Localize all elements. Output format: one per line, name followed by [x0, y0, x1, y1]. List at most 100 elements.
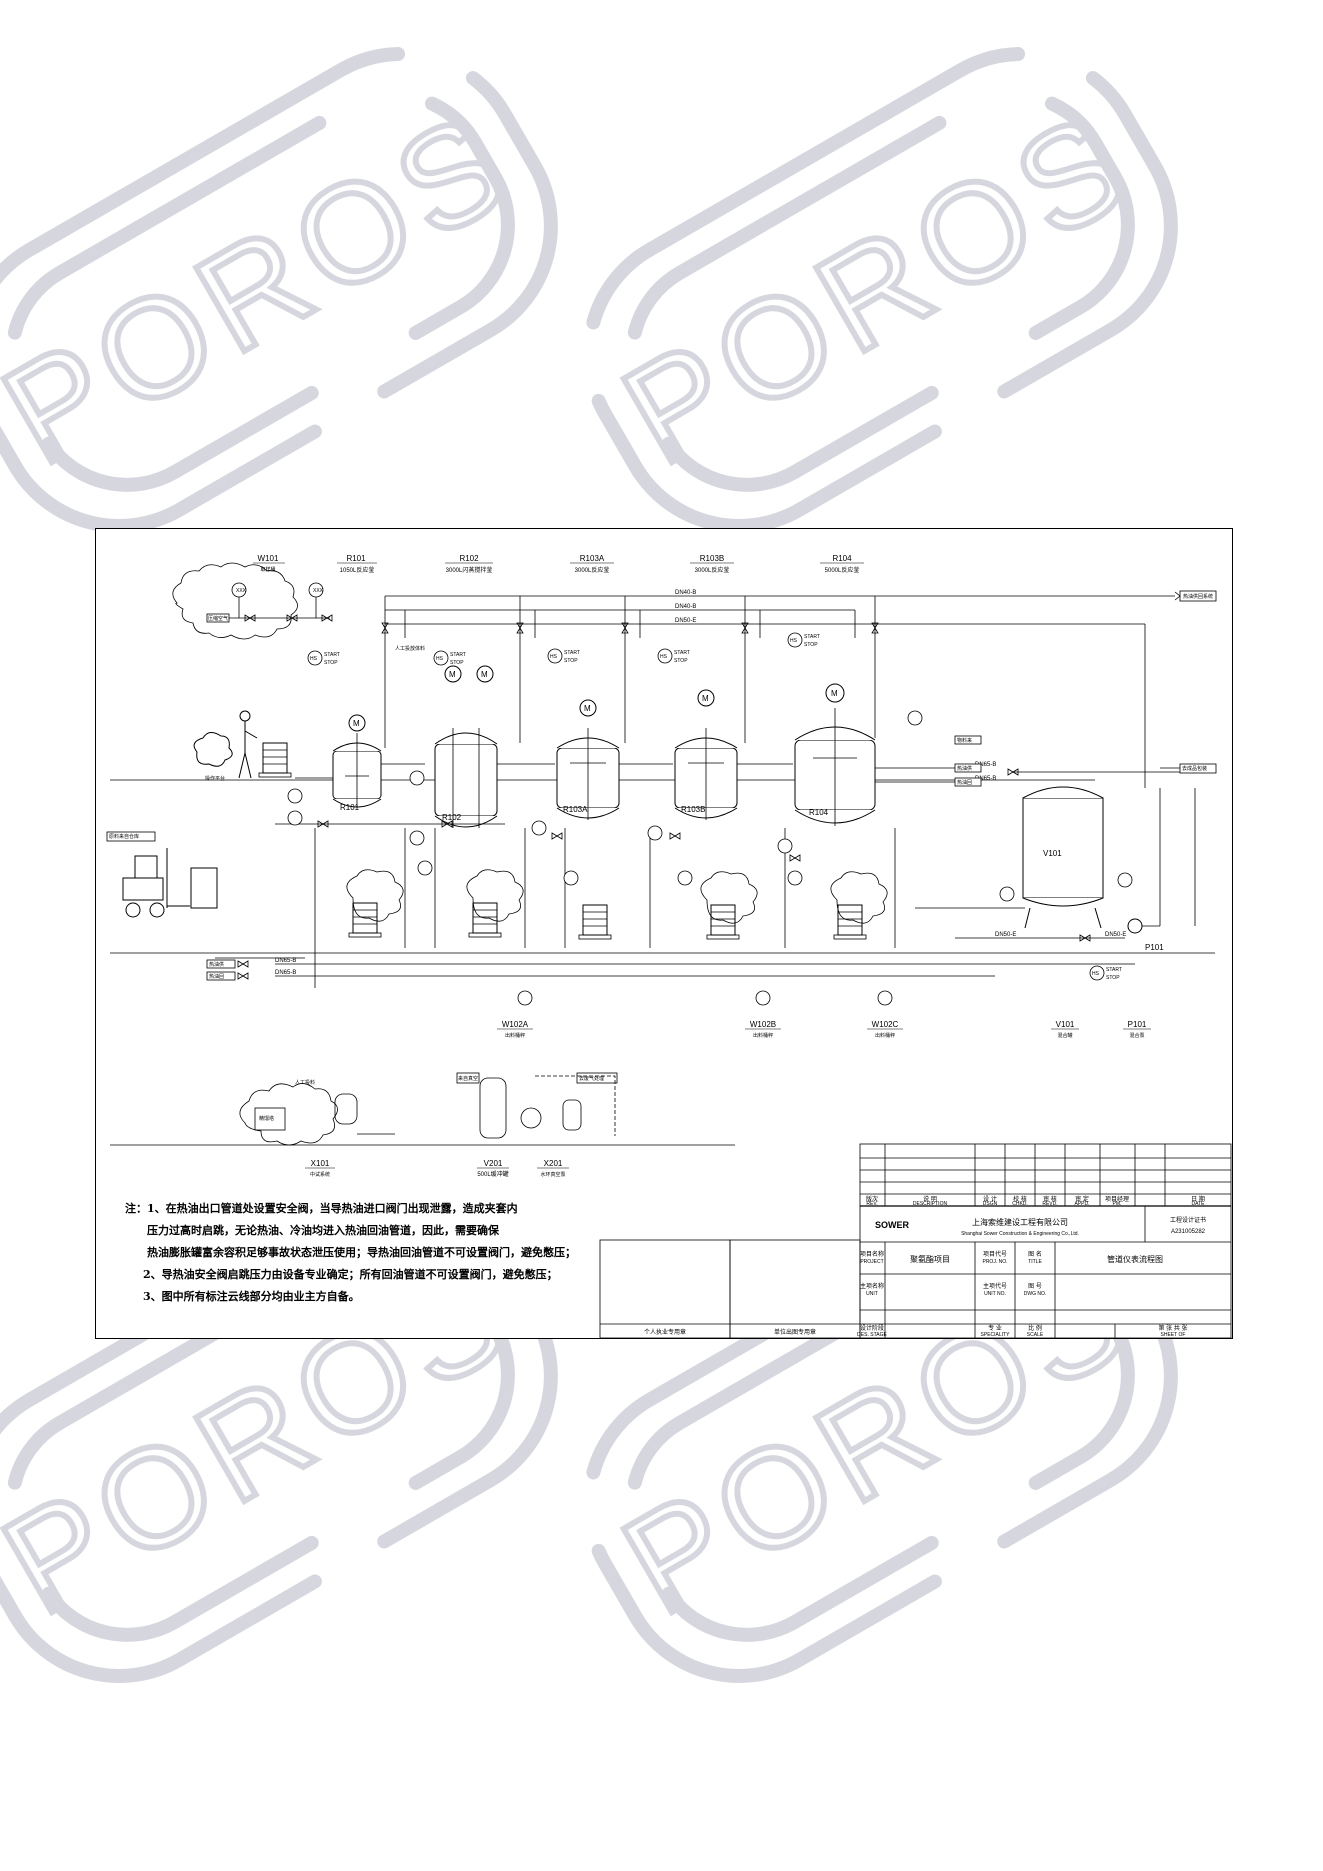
label-nitrogen: 压缩空气 [208, 615, 228, 622]
start-r104: START [804, 634, 820, 640]
lower-x201-tag: X201 [544, 1159, 563, 1168]
bottom-w102a-desc: 出料桶秤 [505, 1032, 525, 1039]
bottom-w102c-tag: W102C [872, 1020, 899, 1029]
label-x101-box: 精馏塔 [259, 1115, 274, 1122]
r101-motor: M [353, 719, 360, 728]
personal-seal-label: 个人执业专用章 [644, 1328, 686, 1336]
vessel-label-r102: R102 [442, 813, 462, 822]
reactor-piping [275, 638, 1196, 988]
pipe-label-right2: DN65-B [975, 776, 996, 782]
lower-x101-desc: 中试系统 [310, 1171, 330, 1178]
stop-r104: STOP [804, 642, 818, 648]
header-r104-desc: 5000L反应釜 [825, 566, 860, 574]
header-w101-tag: W101 [258, 554, 279, 563]
header-r103a-tag: R103A [580, 554, 605, 563]
speciality-label: 专 业 [988, 1324, 1002, 1332]
pipe-label-bottom1: DN65-B [275, 958, 296, 964]
cert-no: A231005282 [1171, 1229, 1206, 1235]
drawing-name-value: 管道仪表流程图 [1107, 1254, 1163, 1264]
note-line-5: 3、图中所有标注云线部分均由业主方自备。 [143, 1289, 360, 1303]
project-code-en: PROJ. NO. [982, 1259, 1007, 1265]
start-r101: START [324, 652, 340, 658]
drawing-name-en: TITLE [1028, 1259, 1042, 1265]
reactor-r101 [332, 714, 382, 808]
header-r103b-tag: R103B [700, 554, 724, 563]
watermark-logo: POROS [0, 47, 558, 533]
bottom-w102b-desc: 出料桶秤 [753, 1032, 773, 1039]
w101-pi-2: XXX [313, 588, 324, 594]
watermark-logo: POROS [582, 47, 1178, 533]
stop-p101: STOP [1106, 975, 1120, 981]
header-w101-desc: 取样桶 [260, 566, 275, 573]
vessel-label-p101: P101 [1145, 943, 1164, 952]
r104-motor: M [831, 689, 838, 698]
pipe-label-top3: DN50-E [675, 618, 696, 624]
lower-v201-desc: 500L缓冲罐 [477, 1170, 508, 1178]
vessel-label-r103a: R103A [563, 805, 588, 814]
company-cn: 上海索维建设工程有限公司 [972, 1217, 1068, 1227]
header-r103a: R103A 3000L反应釜 [570, 554, 614, 574]
vessel-label-r101: R101 [340, 803, 360, 812]
operator-figure [193, 710, 258, 779]
vessel-label-r104: R104 [809, 808, 829, 817]
rev-h3-en: CHKD. [1012, 1201, 1028, 1207]
bottom-w102a-tag: W102A [502, 1020, 529, 1029]
r102-motor-1: M [449, 670, 456, 679]
rev-h4-en: REVD. [1042, 1201, 1057, 1207]
label-v101-feed: 物料来 [957, 737, 972, 744]
stop-r101: STOP [324, 660, 338, 666]
watermark-text: POROS [0, 80, 538, 494]
unit-code-en: UNIT NO. [984, 1291, 1006, 1297]
instrument-bubbles [287, 632, 1133, 1006]
note-line-3: 热油膨胀罐富余容积足够事故状态泄压使用；导热油回油管道不可设置阀门，避免憋压； [147, 1245, 576, 1259]
box-top-right [1179, 590, 1217, 602]
header-r101-desc: 1050L反应釜 [340, 566, 375, 574]
pump-p101 [1127, 918, 1143, 934]
label-manual-feed: 人工投放体料 [395, 645, 425, 652]
reactor-r104 [794, 683, 876, 826]
sheet-label: 第 张 共 张 [1158, 1324, 1187, 1332]
rev-h7: 日 期 [1191, 1195, 1205, 1203]
header-r102: R102 3000L闪蒸搅拌釜 [445, 554, 493, 574]
forklift [122, 848, 218, 918]
header-r102-desc: 3000L闪蒸搅拌釜 [446, 566, 493, 574]
start-r103b: START [674, 650, 690, 656]
company-logo: SOWER [875, 1220, 910, 1230]
title-block [859, 1143, 1232, 1339]
r103a-motor: M [584, 704, 591, 713]
side-boxes [106, 735, 1217, 981]
sheet-en: SHEET OF [1161, 1332, 1186, 1338]
label-v201-box: 来自真空 [458, 1075, 478, 1082]
hs-r103a: HS [550, 654, 558, 660]
header-w101: W101 取样桶 [253, 554, 285, 573]
top-header-pipes [384, 591, 1181, 788]
label-x101-manual: 人工投料 [295, 1079, 315, 1086]
stop-r103b: STOP [674, 658, 688, 664]
r102-motor-2: M [481, 670, 488, 679]
lower-subsystems [110, 1072, 735, 1146]
cloud-drums [346, 869, 888, 924]
unit-label: 主项名称 [860, 1282, 884, 1290]
rev-h1: 说 明 [923, 1195, 937, 1203]
pipe-label-v101-in: DN50-E [995, 932, 1016, 938]
header-r103b: R103B 3000L反应釜 [690, 554, 734, 574]
rev-h2-en: DSGN [983, 1201, 998, 1207]
rev-h5: 审 定 [1075, 1195, 1089, 1203]
project-label-en: PROJECT [860, 1259, 883, 1265]
hs-r104: HS [790, 638, 798, 644]
header-r104: R104 5000L反应釜 [820, 554, 864, 574]
start-p101: START [1106, 967, 1122, 973]
header-r103b-desc: 3000L反应釜 [695, 566, 730, 574]
w101-pi-1: XXX [236, 588, 247, 594]
reactor-r103a [556, 699, 620, 820]
stage-en: DES. STAGE [857, 1332, 887, 1338]
pipe-label-top1: DN40-B [675, 590, 696, 596]
sheet-border [95, 528, 1233, 1339]
header-r104-tag: R104 [832, 554, 852, 563]
label-bottom-left-2: 热油回 [209, 973, 224, 980]
rev-h0: 版次 [866, 1195, 878, 1203]
bottom-w102c-desc: 出料桶秤 [875, 1032, 895, 1039]
rev-h5-en: APPD. [1074, 1201, 1089, 1207]
hs-r103b: HS [660, 654, 668, 660]
unit-code-label: 主项代号 [983, 1282, 1007, 1290]
